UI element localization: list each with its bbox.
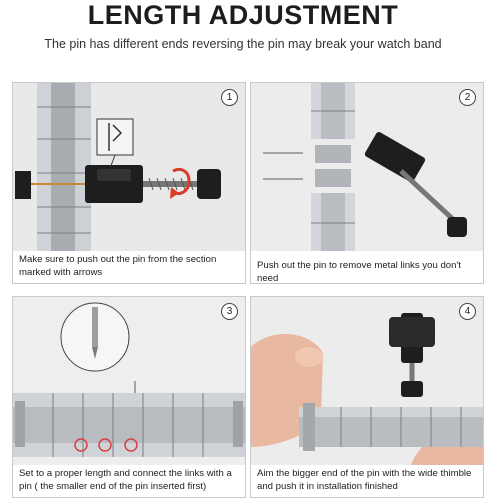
step-4-illustration — [251, 297, 483, 465]
detail-inset — [96, 118, 134, 172]
step-3-caption: Set to a proper length and connect the l… — [13, 465, 245, 497]
step-1-caption: Make sure to push out the pin from the s… — [13, 251, 245, 283]
step-2-panel: 2 Push out the pin to remove metal links… — [250, 82, 484, 284]
watch-band — [13, 393, 245, 457]
step-2-caption: Push out the pin to remove metal links y… — [251, 251, 483, 283]
page-subtitle: The pin has different ends reversing the… — [44, 37, 442, 51]
page-title: LENGTH ADJUSTMENT — [87, 0, 399, 30]
step-number-badge: 1 — [221, 89, 238, 106]
pin-detail-inset — [60, 302, 130, 372]
link-marker — [74, 438, 88, 452]
step-3-illustration — [13, 297, 245, 465]
step-4-panel: 4 Aim the bigger end of the pin with the… — [250, 296, 484, 498]
watch-band — [311, 83, 355, 251]
step-2-illustration — [251, 83, 483, 251]
watch-band — [37, 83, 91, 251]
step-number-badge: 3 — [221, 303, 238, 320]
pin-remover-tool — [389, 313, 435, 397]
step-1-panel: 1 Make sure to push out the pin from the… — [12, 82, 246, 284]
rotate-arrow-icon — [172, 167, 191, 195]
step-number-badge: 2 — [459, 89, 476, 106]
pin-remover-tool — [15, 165, 221, 203]
watch-band — [299, 403, 483, 451]
step-4-caption: Aim the bigger end of the pin with the w… — [251, 465, 483, 497]
link-marker — [98, 438, 112, 452]
pin-remover-tool — [364, 131, 467, 237]
link-marker — [124, 438, 138, 452]
step-1-illustration — [13, 83, 245, 251]
step-3-panel: 3 Set to a proper length and connect the… — [12, 296, 246, 498]
step-number-badge: 4 — [459, 303, 476, 320]
